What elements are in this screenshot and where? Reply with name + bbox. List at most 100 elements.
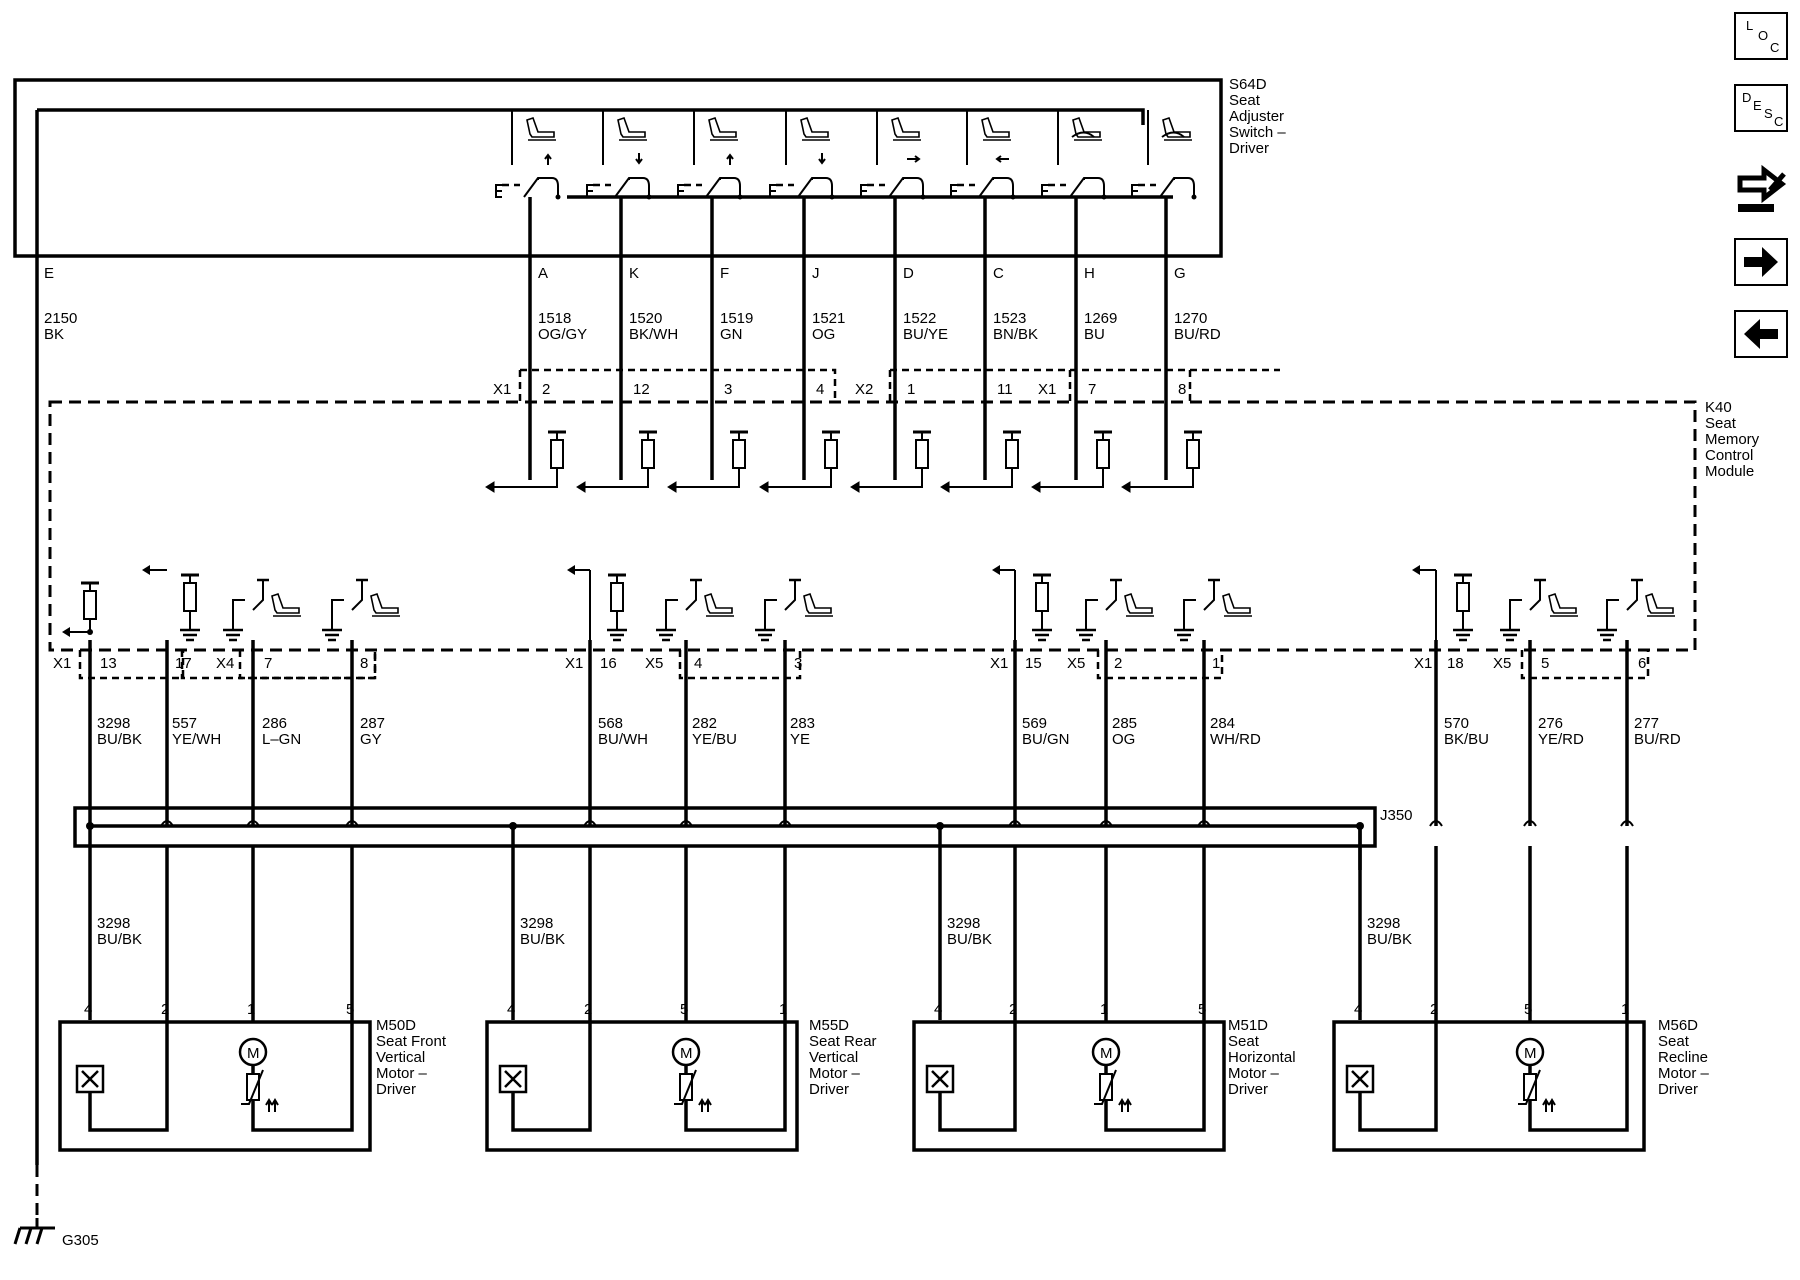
motor-pin: 5 [680, 1001, 688, 1018]
motor-symbol: M [1100, 1045, 1113, 1062]
switch-contact-7 [1131, 110, 1197, 200]
switch-pin-wire-color: BN/BK [993, 326, 1038, 343]
circuit-number: 284 [1210, 715, 1235, 732]
switch-pin-circuit: 1520 [629, 310, 662, 327]
switch-contact-5 [950, 110, 1016, 200]
description-button[interactable]: D E S C [1734, 84, 1788, 132]
circuit-number: 557 [172, 715, 197, 732]
motor-pin: 4 [84, 1001, 92, 1018]
switch-pin-wire-color: GN [720, 326, 743, 343]
memory-control-module-box [48, 400, 1697, 652]
j350-label: J350 [1380, 807, 1413, 824]
circuit-number: 276 [1538, 715, 1563, 732]
switch-pin-wire-color: BU/RD [1174, 326, 1221, 343]
motor-label: Motor – [376, 1065, 428, 1082]
circuit-wire-color: WH/RD [1210, 731, 1261, 748]
switch-pin-letter: G [1174, 265, 1186, 282]
switch-pin-wire-color: BU [1084, 326, 1105, 343]
lower-cavity-number: 18 [1447, 655, 1464, 672]
lower-cavity-number: 1 [1212, 655, 1220, 672]
arrow-left-icon [1744, 319, 1778, 349]
upper-cavity-number: 12 [633, 381, 650, 398]
ground-label: G305 [62, 1232, 99, 1249]
output-driver-group-3 [1412, 565, 1676, 642]
circuit-number: 282 [692, 715, 717, 732]
svg-text:Memory: Memory [1705, 431, 1760, 448]
motor-pin: 5 [1198, 1001, 1206, 1018]
switch-pin-letter: A [538, 265, 548, 282]
input-pullup-1 [576, 430, 659, 493]
lower-cavity-number: 16 [600, 655, 617, 672]
svg-text:Seat: Seat [1229, 92, 1261, 109]
lower-cavity-number: 5 [1541, 655, 1549, 672]
lower-connector-label: X1 [1414, 655, 1432, 672]
switch-pin-letter: D [903, 265, 914, 282]
switch-pin-circuit: 1523 [993, 310, 1026, 327]
motor-label: Motor – [1228, 1065, 1280, 1082]
output-driver-group-0 [62, 565, 401, 642]
lower-connector-label: X1 [53, 655, 71, 672]
lower-connector-label: X5 [645, 655, 663, 672]
motor-feed-color: BU/BK [1367, 931, 1412, 948]
circuit-wire-color: BU/BK [97, 731, 142, 748]
upper-connector-outlines [518, 368, 1280, 402]
motor-feed-color: BU/BK [520, 931, 565, 948]
circuit-number: 286 [262, 715, 287, 732]
motor-feed-circuit: 3298 [947, 915, 980, 932]
upper-cavity-number: 3 [724, 381, 732, 398]
upper-cavity-number: 7 [1088, 381, 1096, 398]
previous-arrow-button[interactable] [1734, 310, 1788, 358]
seat-adjuster-switch-box [13, 78, 1223, 258]
upper-cavity-number: 11 [997, 381, 1013, 398]
switch-contact-4 [860, 110, 926, 200]
motor-feed-color: BU/BK [97, 931, 142, 948]
upper-cavity-number: 4 [816, 381, 824, 398]
lower-connector-label: X4 [216, 655, 234, 672]
switch-pin-group: A1518OG/GY2K1520BK/WH12F1519GN3J1521OG4D… [528, 197, 1221, 480]
circuit-number: 569 [1022, 715, 1047, 732]
switch-contact-0 [495, 110, 561, 200]
circuit-number: 277 [1634, 715, 1659, 732]
memory-module-outputs [62, 565, 1676, 642]
lower-cavity-number: 13 [100, 655, 117, 672]
svg-text:S64D: S64D [1229, 76, 1267, 93]
switch-pin-wire-color: BK/WH [629, 326, 678, 343]
switch-pin-letter: J [812, 265, 820, 282]
switch-pin-circuit: 1270 [1174, 310, 1207, 327]
motor-pin: 5 [1524, 1001, 1532, 1018]
lower-connector-label: X1 [990, 655, 1008, 672]
circuit-number: 570 [1444, 715, 1469, 732]
lower-circuit-wires: 3298BU/BK557YE/WH286L–GN287GY568BU/WH282… [86, 640, 1681, 830]
arrow-right-icon [1744, 247, 1778, 277]
motor-label: Driver [1228, 1081, 1268, 1098]
next-arrow-button[interactable] [1734, 238, 1788, 286]
circuit-wire-color: GY [360, 731, 382, 748]
motor-label: Horizontal [1228, 1049, 1296, 1066]
motor-label: Seat [1228, 1033, 1260, 1050]
motor-feed-circuit: 3298 [97, 915, 130, 932]
motor-feed-circuit: 3298 [520, 915, 553, 932]
lower-cavity-number: 8 [360, 655, 368, 672]
input-pullup-3 [759, 430, 842, 493]
input-pullup-2 [667, 430, 750, 493]
circuit-number: 568 [598, 715, 623, 732]
switch-contact-3 [769, 110, 835, 200]
location-button[interactable]: L O C [1734, 12, 1788, 60]
circuit-wire-color: YE/RD [1538, 731, 1584, 748]
motor-feed-circuit: 3298 [1367, 915, 1400, 932]
connector-repair-icon[interactable] [1734, 160, 1788, 212]
svg-text:Adjuster: Adjuster [1229, 108, 1284, 125]
motor-label: Seat Rear [809, 1033, 877, 1050]
